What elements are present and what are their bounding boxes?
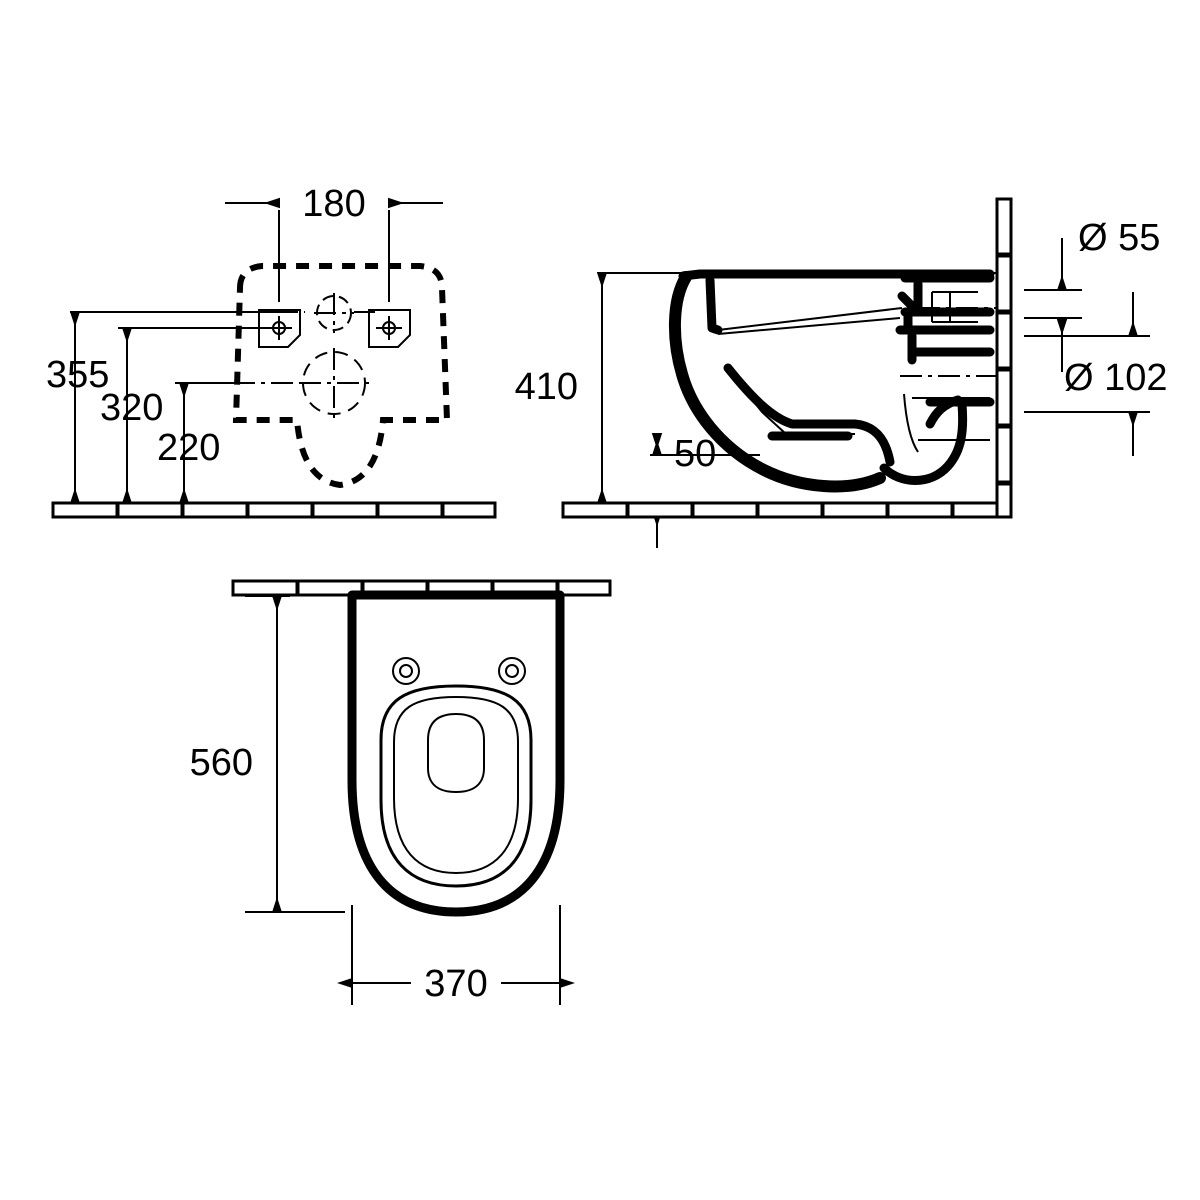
front-floor-hatching xyxy=(51,501,497,519)
dimension-355-label: 355 xyxy=(46,354,109,396)
side-bowl-rim-inner xyxy=(705,275,723,335)
side-floor-hatching xyxy=(561,501,1000,519)
side-trap-curve xyxy=(879,399,968,485)
plan-seat-ring-inner xyxy=(393,695,519,875)
front-mount-bracket-right xyxy=(368,309,411,348)
plan-top-view: 560 370 xyxy=(190,579,612,1005)
plan-mounting-hole-left xyxy=(392,657,420,685)
dimension-320-label: 320 xyxy=(100,387,163,429)
front-flush-connector-circle xyxy=(314,293,354,333)
plan-seat-ring-outer xyxy=(379,684,533,888)
dimension-dia-55-label: Ø 55 xyxy=(1078,217,1160,259)
dimension-180-label: 180 xyxy=(302,183,365,225)
dimension-370: 370 xyxy=(337,905,575,1005)
dimension-410-label: 410 xyxy=(515,366,578,408)
dimension-180: 180 xyxy=(225,183,443,302)
front-pan-dashed-outline xyxy=(232,263,451,489)
dimension-220-label: 220 xyxy=(157,427,220,469)
plan-bowl-opening xyxy=(427,712,485,794)
dimension-50: 50 xyxy=(650,433,760,548)
dimension-560: 560 xyxy=(190,595,345,913)
dimension-560-label: 560 xyxy=(190,742,253,784)
side-bowl-front-wall xyxy=(668,271,886,493)
dimension-dia-55: Ø 55 xyxy=(1024,217,1160,372)
side-wall-hatching xyxy=(995,197,1013,519)
plan-pan-outline xyxy=(347,590,565,917)
plan-mounting-hole-right xyxy=(498,657,526,685)
dimension-370-label: 370 xyxy=(424,963,487,1005)
side-flush-inlet-detail xyxy=(895,273,998,335)
side-section-view: 410 50 xyxy=(515,197,1168,548)
front-outlet-circle xyxy=(299,348,369,418)
side-outlet-pipe-detail xyxy=(900,331,998,441)
side-trap-inner-line xyxy=(903,393,919,453)
dimension-dia-102: Ø 102 xyxy=(1024,292,1168,456)
plan-wall-hatching xyxy=(231,579,612,597)
side-bowl-inner-sweep xyxy=(723,363,895,467)
dimension-220: 220 xyxy=(157,382,240,504)
dimension-355: 355 xyxy=(46,311,290,504)
side-bowl-waterline-2 xyxy=(717,317,901,335)
dimension-320: 320 xyxy=(100,327,290,504)
front-elevation-view: 180 355 320 220 xyxy=(46,183,497,519)
side-bowl-waterline xyxy=(717,307,903,331)
dimension-50-label: 50 xyxy=(674,433,716,475)
dimension-410: 410 xyxy=(515,272,608,504)
dimension-dia-102-label: Ø 102 xyxy=(1064,357,1168,399)
